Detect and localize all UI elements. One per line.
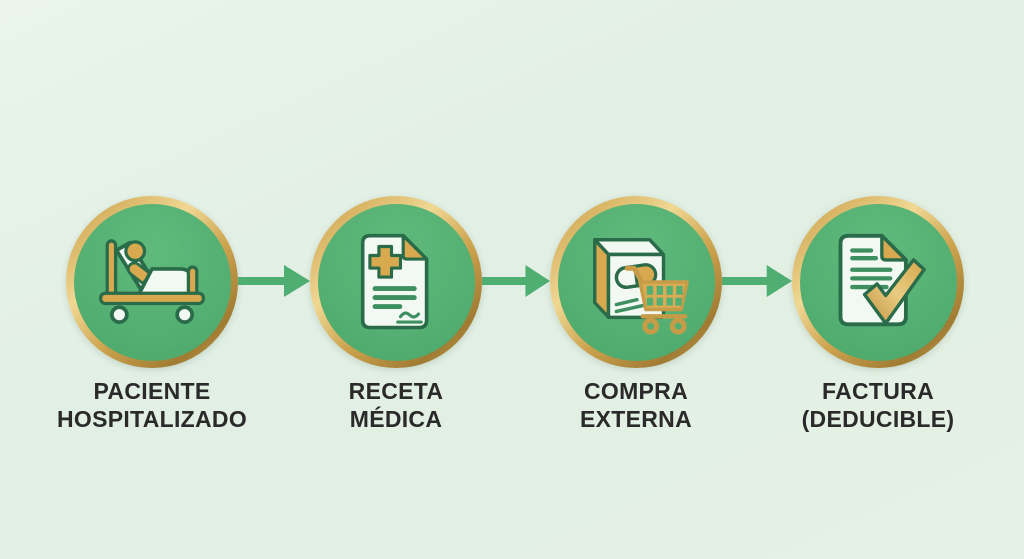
medicine-box-shopping-cart-icon: [593, 238, 689, 335]
green-circle: [317, 203, 475, 361]
step-label: FACTURA (DEDUCIBLE): [802, 377, 955, 433]
step-label-line1: FACTURA: [822, 378, 934, 404]
step-label-line1: PACIENTE: [93, 378, 211, 404]
step-receta-medica: RECETA MÉDICA: [276, 196, 516, 433]
step-factura-deducible: FACTURA (DEDUCIBLE): [758, 196, 998, 433]
step-compra-externa: COMPRA EXTERNA: [516, 196, 756, 433]
step-label-line2: (DEDUCIBLE): [801, 406, 955, 432]
step-label-line2: MÉDICA: [349, 406, 443, 432]
green-circle: [73, 203, 231, 361]
gold-ring: [792, 196, 964, 368]
step-label: RECETA MÉDICA: [349, 377, 444, 433]
step-label-line1: COMPRA: [583, 378, 688, 404]
flow-arrow-icon: [238, 265, 310, 297]
gold-ring: [310, 196, 482, 368]
step-label-line2: HOSPITALIZADO: [56, 406, 248, 432]
hospital-bed-icon: [99, 239, 205, 324]
gold-ring: [66, 196, 238, 368]
flow-arrow-icon: [482, 265, 550, 297]
step-label-line2: EXTERNA: [579, 406, 692, 432]
flow-arrow-icon: [722, 265, 792, 297]
step-label-line1: RECETA: [348, 378, 444, 404]
prescription-document-icon: [360, 233, 429, 329]
green-circle: [799, 203, 957, 361]
step-paciente-hospitalizado: PACIENTE HOSPITALIZADO: [32, 196, 272, 433]
invoice-checkmark-icon: [838, 233, 926, 327]
step-label: COMPRA EXTERNA: [580, 377, 692, 433]
gold-ring: [550, 196, 722, 368]
step-label: PACIENTE HOSPITALIZADO: [57, 377, 247, 433]
green-circle: [557, 203, 715, 361]
